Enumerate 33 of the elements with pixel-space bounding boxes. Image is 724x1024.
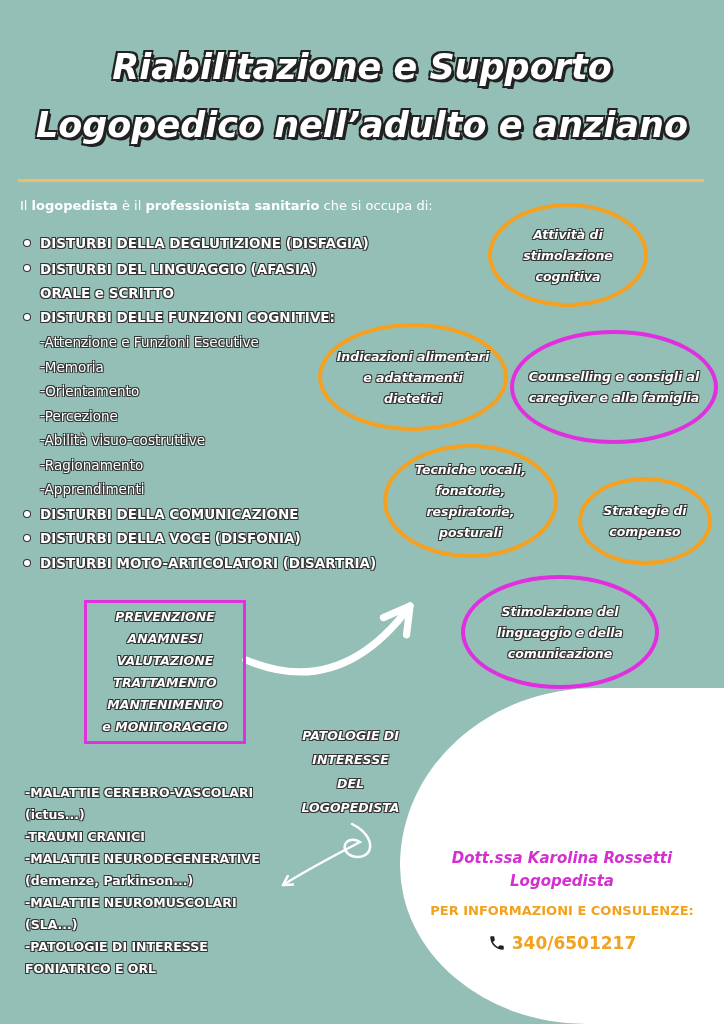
service-ellipse: Tecniche vocali, fonatorie, respiratorie, posturali [383, 444, 558, 558]
list-subitem: -Apprendimenti [40, 480, 145, 499]
list-item: -MALATTIE CEREBRO-VASCOLARI (ictus...) [25, 784, 255, 824]
poster-title: Riabilitazione e Supporto Logopedico nell’adulto e anziano [34, 46, 690, 147]
list-subitem: -Attenzione e Funzioni Esecutive [40, 333, 259, 352]
list-subitem: -Abilità visuo-costruttive [40, 431, 205, 450]
category-heading: PATOLOGIE DI INTERESSE DEL LOGOPEDISTA [288, 720, 413, 824]
curved-arrow [242, 602, 414, 676]
service-ellipse: Counselling e consigli al caregiver e alla famiglia [510, 330, 718, 444]
list-subitem: -Memoria [40, 358, 104, 377]
bullet-item: DISTURBI DELLA VOCE (DISFONIA) [40, 529, 301, 548]
activity-box: PREVENZIONE ANAMNESI VALUTAZIONE TRATTAMENTO MANTENIMENTO e MONITORAGGIO [84, 600, 246, 744]
list-subitem: -Orientamento [40, 382, 140, 401]
bullet-item: DISTURBI DEL LINGUAGGIO (AFASIA) ORALE e SCRITTO [40, 260, 318, 303]
contact-panel [400, 688, 724, 1024]
person-name: Dott.ssa Karolina Rossetti [451, 849, 673, 867]
list-item: -MALATTIE NEUROMUSCOLARI (SLA...) [25, 894, 238, 934]
list-item: -MALATTIE NEURODEGENERATIVE (demenze, Parkinson...) [25, 850, 261, 890]
profession-text: Logopedista [510, 872, 614, 890]
phone-number: 340/6501217 [511, 933, 637, 953]
bullet-item: DISTURBI DELLA COMUNICAZIONE [40, 505, 299, 524]
list-subitem: -Percezione [40, 407, 118, 426]
service-ellipse: Indicazioni alimentari e adattamenti dietetici [318, 323, 508, 431]
curved-arrow [281, 822, 372, 887]
list-item: -TRAUMI CRANICI [25, 828, 146, 846]
intro-sentence: Il logopedista è il professionista sanitario che si occupa di: [20, 198, 433, 213]
service-ellipse: Attività di stimolazione cognitiva [488, 203, 648, 307]
service-ellipse: Strategie di compenso [578, 477, 712, 565]
bullet-item: DISTURBI MOTO-ARTICOLATORI (DISARTRIA) [40, 554, 377, 573]
bullet-item: DISTURBI DELLA DEGLUTIZIONE (DISFAGIA) [40, 234, 369, 253]
list-subitem: -Ragionamento [40, 456, 144, 475]
list-item: -PATOLOGIE DI INTERESSE FONIATRICO E ORL [25, 938, 209, 978]
contact-heading: PER INFORMAZIONI E CONSULENZE: [430, 903, 694, 918]
